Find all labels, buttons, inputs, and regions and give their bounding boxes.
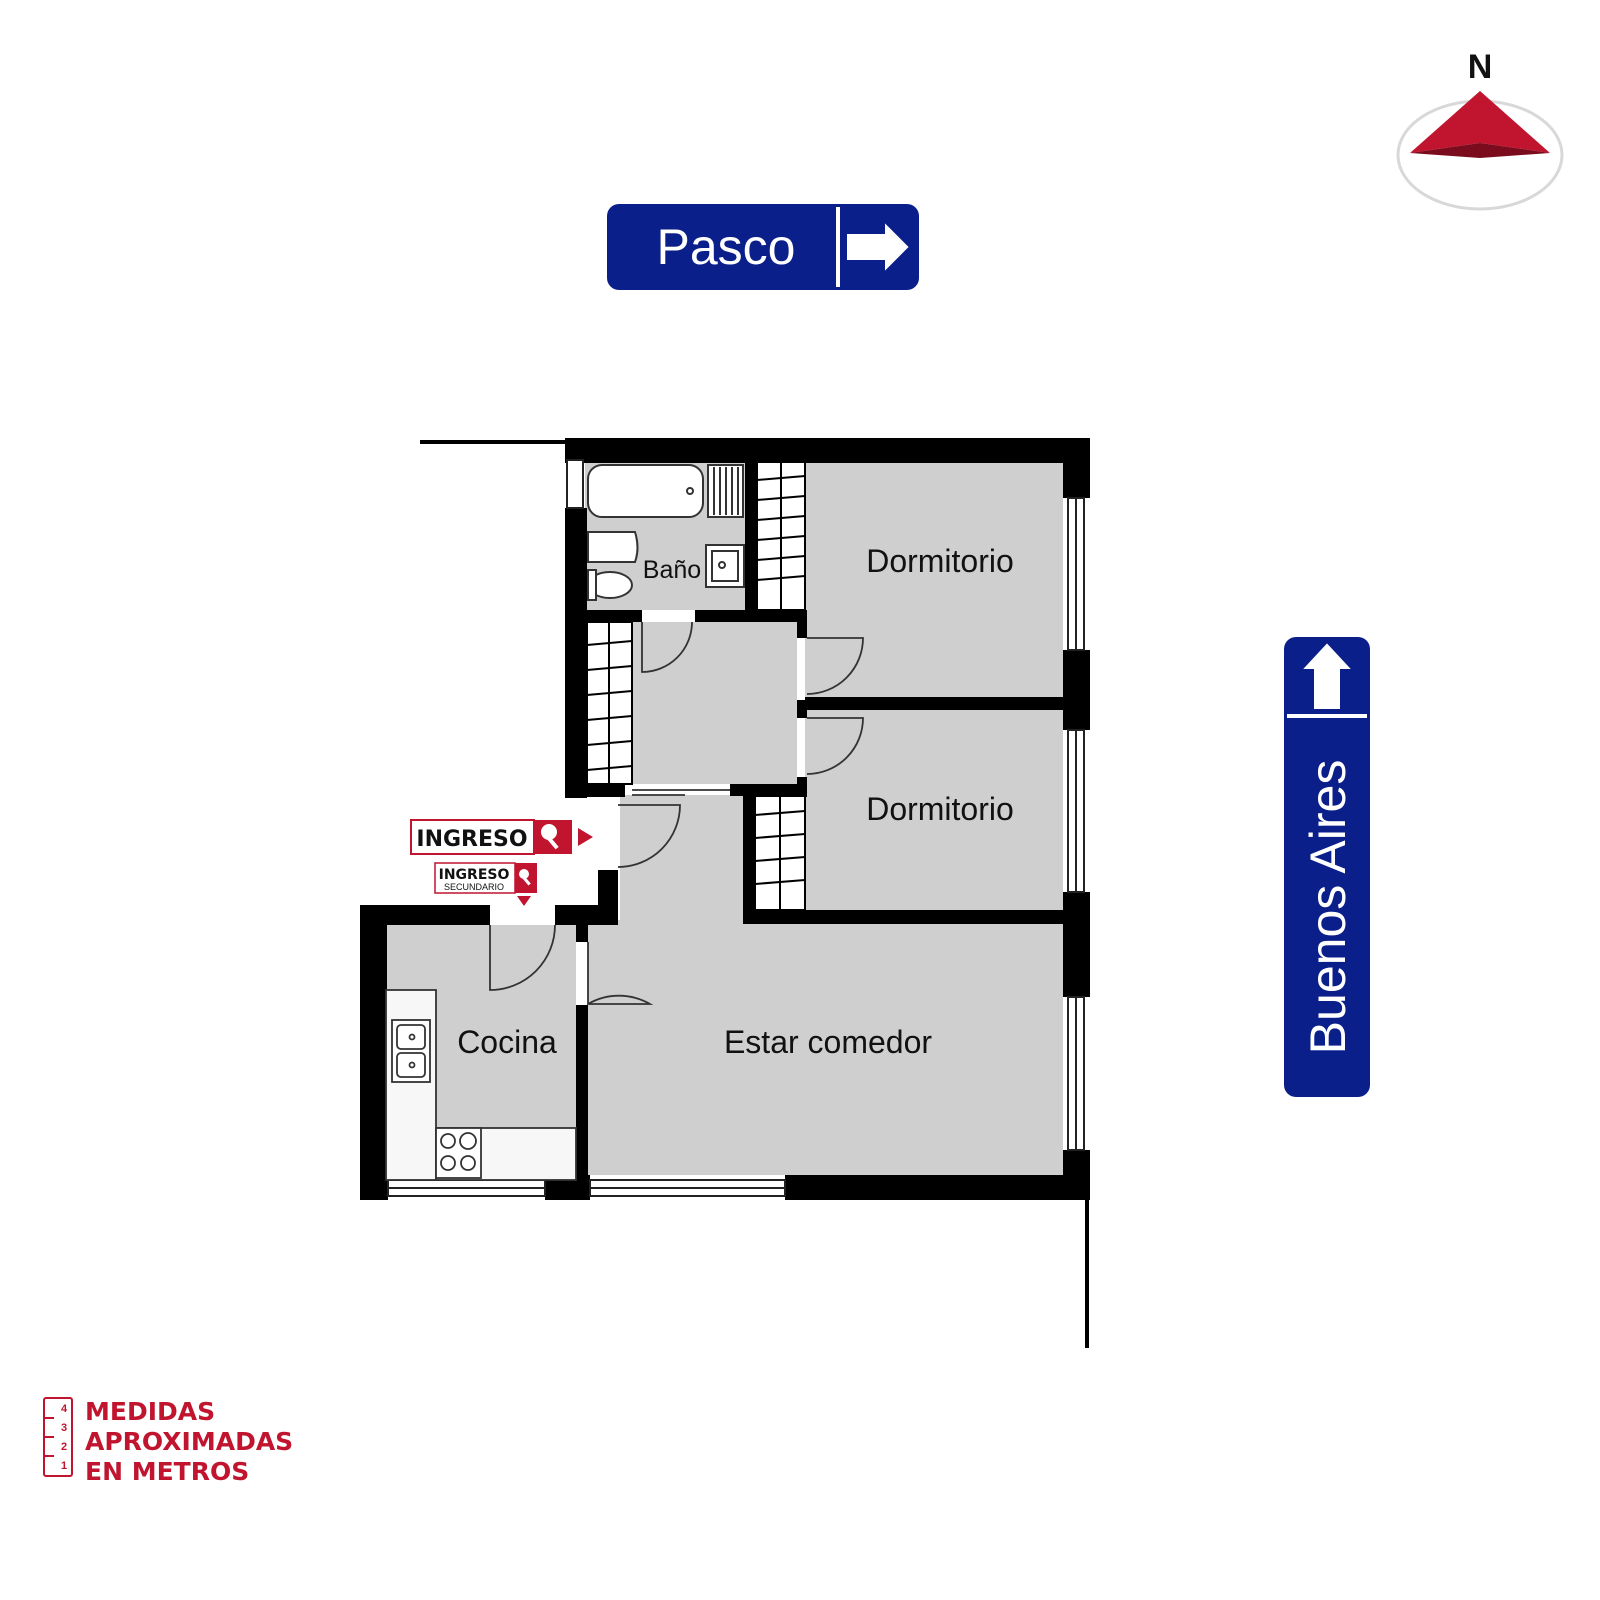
entrance-secondary-label: INGRESO	[439, 867, 510, 883]
windows	[387, 459, 1085, 1197]
bathtub-icon	[587, 464, 704, 518]
living-floor	[588, 920, 1063, 1175]
compass-north-label: N	[1468, 48, 1493, 86]
door-kitchen	[489, 924, 556, 991]
door-bedroom-1	[806, 637, 864, 695]
room-label-living: Estar comedor	[724, 1024, 932, 1060]
ruler-tick-4: 4	[61, 1403, 68, 1415]
room-label-bedroom-2: Dormitorio	[866, 791, 1014, 827]
door-bedroom-2	[806, 717, 864, 775]
entrance-main-label: INGRESO	[416, 827, 527, 852]
living-corridor-floor	[620, 795, 745, 925]
closets	[586, 461, 806, 911]
floor-areas	[386, 462, 1063, 1180]
entrance-arrow-down-icon	[517, 896, 531, 906]
counter	[385, 989, 437, 1181]
entrance-arrow-right-icon	[578, 828, 593, 846]
entrance-main: INGRESO	[410, 819, 593, 855]
room-labels: Baño Dormitorio Dormitorio Cocina Estar …	[457, 543, 1014, 1060]
legend-line-2: APROXIMADAS	[85, 1427, 293, 1456]
ruler-tick-3: 3	[61, 1422, 67, 1434]
measurements-legend: 4 3 2 1 MEDIDAS APROXIMADAS EN METROS	[43, 1397, 293, 1486]
bath-fixtures	[587, 464, 745, 601]
key-icon	[541, 824, 559, 850]
door-living-kitchen	[587, 942, 654, 1006]
door-bath	[641, 621, 693, 673]
legend-line-3: EN METROS	[85, 1457, 249, 1486]
arrow-right-icon	[845, 218, 912, 276]
ruler-tick-1: 1	[61, 1460, 67, 1472]
bidet-icon	[587, 531, 639, 563]
room-label-bedroom-1: Dormitorio	[866, 543, 1014, 579]
room-label-kitchen: Cocina	[457, 1024, 557, 1060]
room-label-bath: Baño	[643, 556, 701, 584]
key-icon	[519, 869, 531, 886]
walls	[360, 438, 1090, 1348]
compass: N	[1396, 48, 1564, 211]
ruler-icon	[43, 1397, 73, 1477]
bedroom-2-floor	[805, 710, 1063, 910]
legend-line-1: MEDIDAS	[85, 1397, 215, 1426]
ruler-tick-2: 2	[61, 1441, 67, 1453]
closet-bedroom-2	[754, 795, 806, 911]
door-entrance	[617, 804, 681, 868]
street-sign-pasco: Pasco	[607, 204, 919, 290]
doors	[489, 621, 864, 1006]
arrow-up-icon	[1298, 640, 1356, 711]
entrance-secondary: INGRESO SECUNDARIO	[434, 862, 537, 906]
street-name-pasco: Pasco	[657, 219, 796, 275]
entrance-secondary-sublabel: SECUNDARIO	[444, 882, 504, 892]
closet-hall	[586, 621, 633, 785]
bedroom-1-floor	[805, 462, 1063, 697]
street-sign-buenos-aires: Buenos Aires	[1284, 637, 1370, 1097]
sliding-door-hall	[632, 789, 730, 796]
window-bath	[566, 459, 584, 509]
closet-bedroom-1	[756, 461, 806, 611]
kitchen-fixtures	[385, 989, 577, 1181]
north-arrow-icon	[1410, 91, 1550, 153]
hall-floor	[632, 622, 797, 784]
street-name-buenos-aires: Buenos Aires	[1300, 760, 1356, 1055]
